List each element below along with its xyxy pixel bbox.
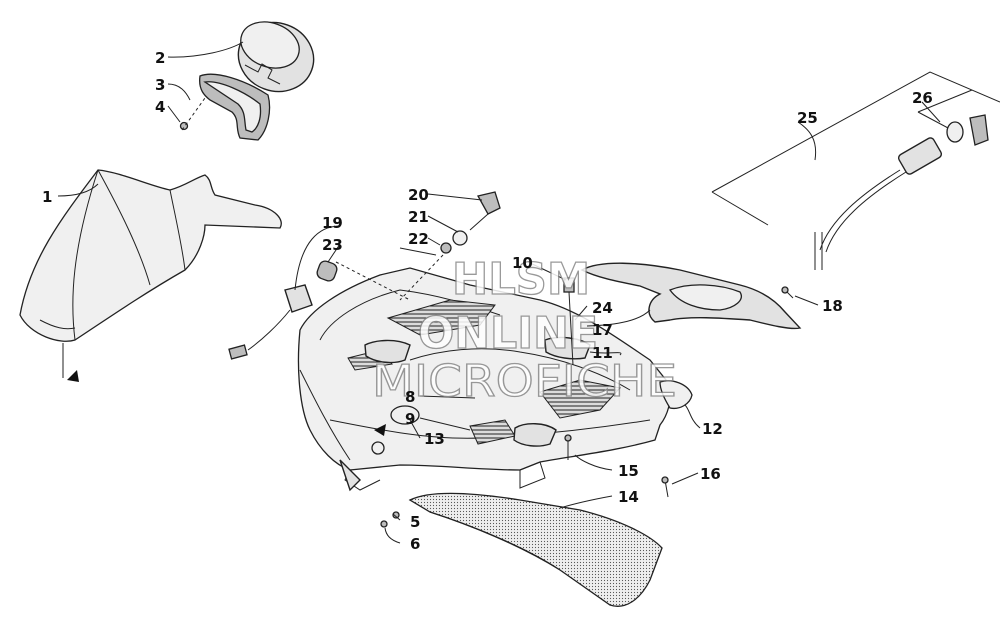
callout-1: 1 xyxy=(42,188,52,206)
callout-22: 22 xyxy=(408,230,429,248)
callout-8: 8 xyxy=(405,388,415,406)
leader-lines xyxy=(57,41,941,544)
gauge-part xyxy=(237,21,315,93)
callout-23: 23 xyxy=(322,236,343,254)
callout-13: 13 xyxy=(424,430,445,448)
callout-5: 5 xyxy=(410,513,420,531)
side-panel-17-part xyxy=(580,262,802,330)
hood-vents xyxy=(364,336,591,447)
watermark-line-1: HLSM xyxy=(452,254,590,305)
callout-4: 4 xyxy=(155,98,165,116)
callout-20: 20 xyxy=(408,186,429,204)
cable-assembly-part xyxy=(814,114,989,270)
windshield-part xyxy=(19,169,282,382)
cap-12-part xyxy=(659,380,693,410)
group-brackets xyxy=(711,71,1000,226)
callout-18: 18 xyxy=(822,297,843,315)
callout-12: 12 xyxy=(702,420,723,438)
gauge-bracket-part xyxy=(199,73,271,141)
callout-26: 26 xyxy=(912,89,933,107)
guide-lines xyxy=(181,97,444,301)
callout-16: 16 xyxy=(700,465,721,483)
callout-6: 6 xyxy=(410,535,420,553)
pad-14-part xyxy=(408,492,663,607)
watermark: HLSM ONLINE MICROFICHE xyxy=(371,253,677,407)
callout-3: 3 xyxy=(155,76,165,94)
callouts: 1 2 3 4 5 6 8 9 10 11 12 13 14 15 16 17 … xyxy=(42,49,933,553)
callout-14: 14 xyxy=(618,488,639,506)
callout-17: 17 xyxy=(592,321,613,339)
fasteners xyxy=(371,286,794,528)
callout-19: 19 xyxy=(322,214,343,232)
callout-25: 25 xyxy=(797,109,818,127)
watermark-line-3: MICROFICHE xyxy=(372,356,677,407)
callout-11: 11 xyxy=(592,344,613,362)
callout-9: 9 xyxy=(405,410,415,428)
watermark-line-2: ONLINE xyxy=(418,308,598,359)
callout-21: 21 xyxy=(408,208,429,226)
switch-harness-part xyxy=(228,260,338,360)
key-switch-part xyxy=(440,191,501,254)
callout-2: 2 xyxy=(155,49,165,67)
cap-13-part xyxy=(390,405,420,425)
bolt-24-part xyxy=(563,277,575,366)
callout-10: 10 xyxy=(512,254,533,272)
callout-24: 24 xyxy=(592,299,613,317)
callout-15: 15 xyxy=(618,462,639,480)
